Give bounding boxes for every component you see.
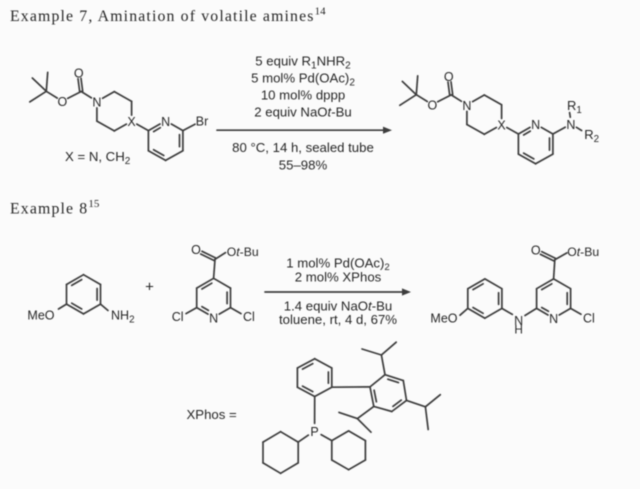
svg-text:Cl: Cl bbox=[583, 312, 595, 326]
svg-text:O: O bbox=[58, 95, 68, 109]
svg-text:Ot-Bu: Ot-Bu bbox=[567, 245, 599, 259]
svg-text:Cl: Cl bbox=[243, 310, 255, 324]
svg-text:N: N bbox=[462, 99, 471, 113]
svg-text:N: N bbox=[161, 115, 170, 129]
svg-text:O: O bbox=[444, 70, 454, 84]
svg-text:N: N bbox=[566, 118, 575, 132]
svg-text:N: N bbox=[209, 311, 218, 325]
svg-text:N: N bbox=[549, 312, 558, 326]
svg-text:N: N bbox=[92, 95, 101, 109]
svg-text:MeO: MeO bbox=[430, 311, 457, 325]
svg-text:Example 815: Example 815 bbox=[10, 198, 100, 218]
svg-text:55–98%: 55–98% bbox=[279, 157, 328, 172]
svg-text:X: X bbox=[127, 115, 136, 129]
svg-text:MeO: MeO bbox=[27, 309, 54, 323]
svg-text:P: P bbox=[310, 425, 318, 439]
svg-text:O: O bbox=[191, 243, 201, 257]
svg-text:O: O bbox=[428, 99, 438, 113]
svg-text:H: H bbox=[514, 323, 523, 337]
svg-text:+: + bbox=[145, 279, 154, 296]
svg-text:2 mol% XPhos: 2 mol% XPhos bbox=[295, 270, 382, 285]
svg-text:O: O bbox=[531, 243, 541, 257]
svg-text:XPhos =: XPhos = bbox=[187, 407, 238, 422]
svg-text:Ot-Bu: Ot-Bu bbox=[227, 245, 259, 259]
svg-text:Cl: Cl bbox=[172, 310, 184, 324]
svg-text:Example 7, Amination of volati: Example 7, Amination of volatile amines1… bbox=[10, 5, 326, 25]
svg-text:X: X bbox=[497, 119, 506, 133]
svg-text:Br: Br bbox=[196, 115, 209, 129]
svg-text:O: O bbox=[74, 67, 84, 81]
svg-text:2 equiv NaOt-Bu: 2 equiv NaOt-Bu bbox=[254, 105, 352, 120]
svg-text:N: N bbox=[531, 118, 540, 132]
svg-text:80 °C, 14 h, sealed tube: 80 °C, 14 h, sealed tube bbox=[232, 140, 374, 155]
svg-text:toluene, rt, 4 d, 67%: toluene, rt, 4 d, 67% bbox=[279, 312, 397, 327]
svg-text:10 mol% dppp: 10 mol% dppp bbox=[261, 88, 345, 103]
